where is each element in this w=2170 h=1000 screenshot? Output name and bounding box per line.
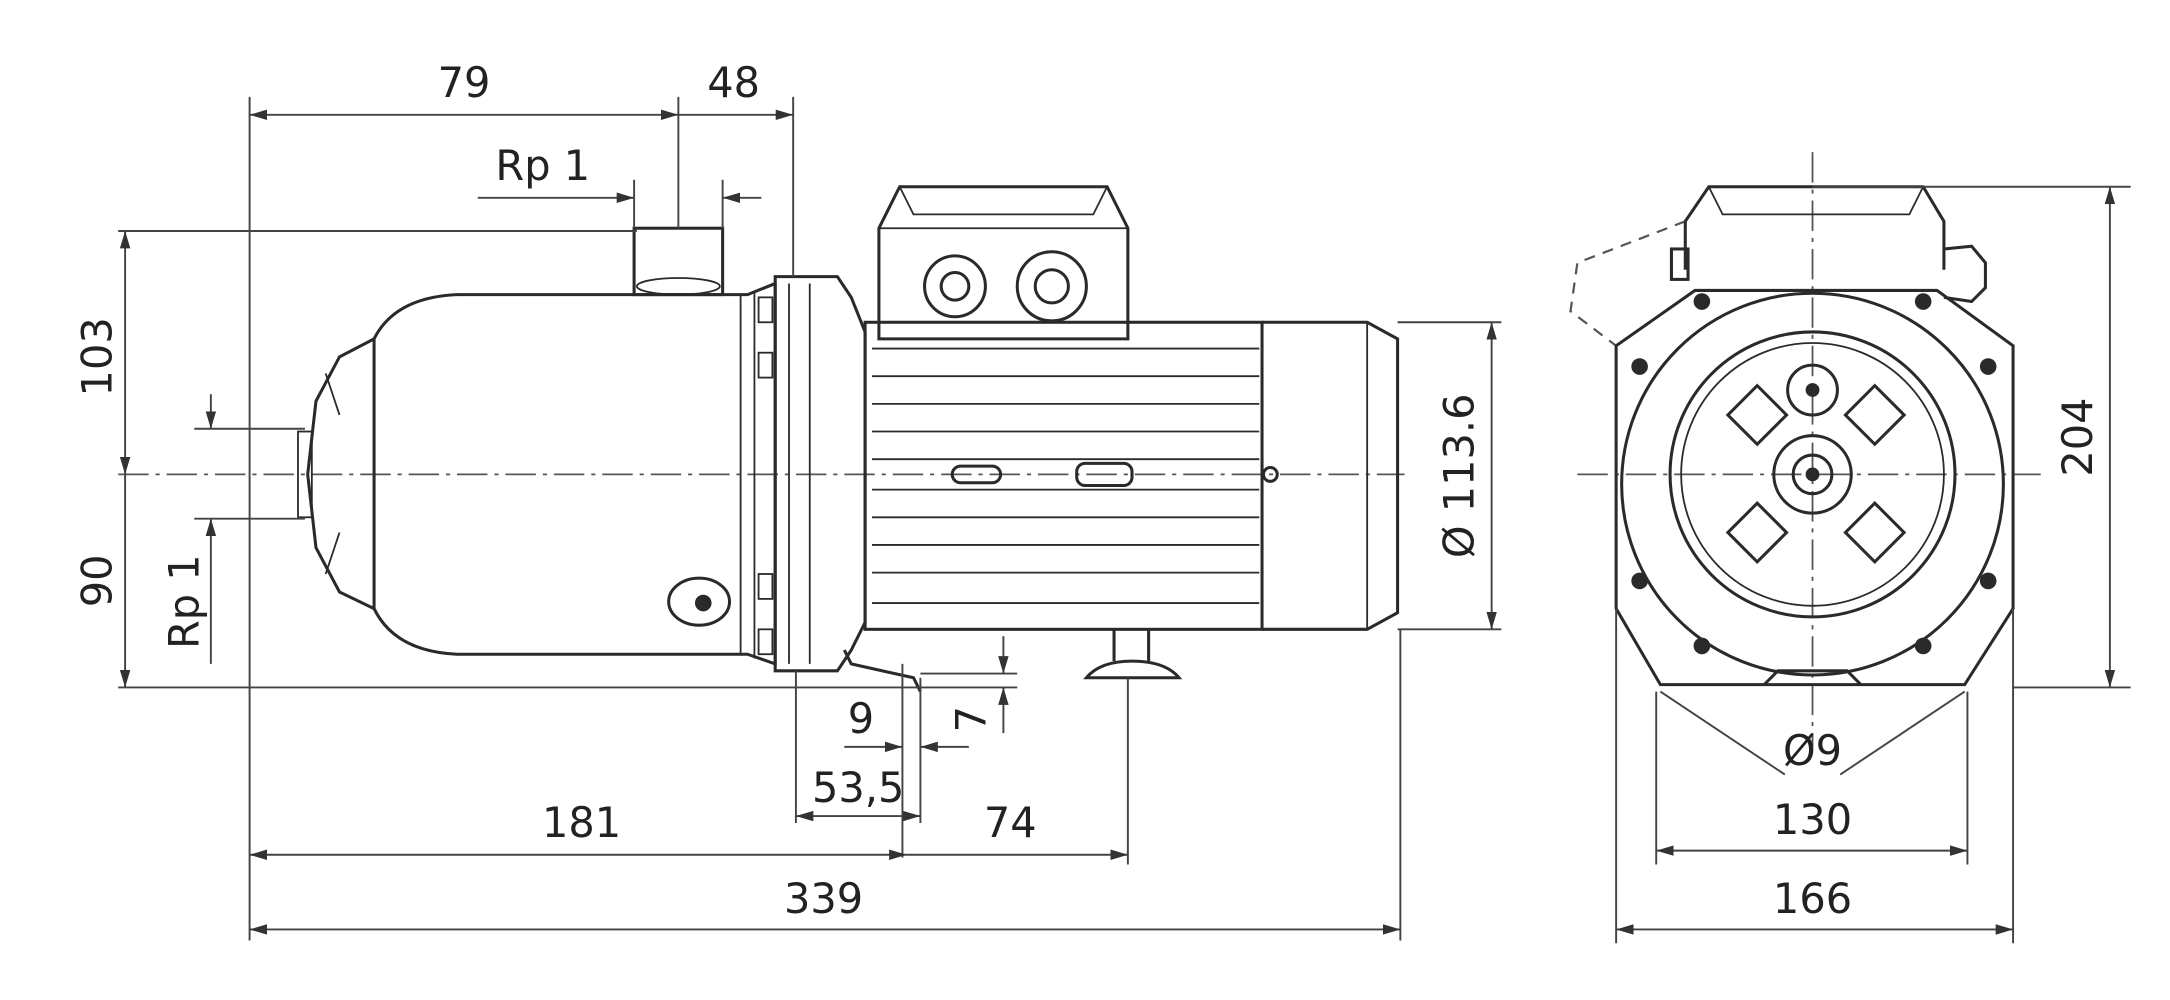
dim-74: 74 [984, 798, 1037, 847]
dim-181: 181 [542, 798, 621, 847]
dim-79: 79 [438, 58, 491, 107]
dim-48: 48 [707, 58, 760, 107]
pump-side-view [297, 185, 1400, 693]
dim-rp1-inlet: Rp 1 [159, 554, 208, 649]
dim-diameter-9: Ø9 [1783, 726, 1842, 775]
dim-rp1-outlet: Rp 1 [495, 141, 590, 190]
dim-339: 339 [784, 874, 863, 923]
side-dimensions: 79 48 Rp 1 103 90 Rp 1 Ø 113.6 9 7 53,5 [72, 58, 1502, 941]
dim-7: 7 [946, 706, 995, 732]
dim-90: 90 [72, 555, 121, 608]
front-dimensions: 204 Ø9 130 166 [1615, 185, 2131, 944]
dim-diameter-113-6: Ø 113.6 [1435, 393, 1484, 558]
dim-204: 204 [2053, 397, 2102, 476]
dim-9: 9 [848, 694, 874, 743]
dim-130: 130 [1773, 795, 1852, 844]
dim-53-5: 53,5 [812, 763, 904, 812]
dim-103: 103 [72, 317, 121, 396]
dim-166: 166 [1773, 874, 1852, 923]
pump-front-view [1569, 185, 2015, 687]
